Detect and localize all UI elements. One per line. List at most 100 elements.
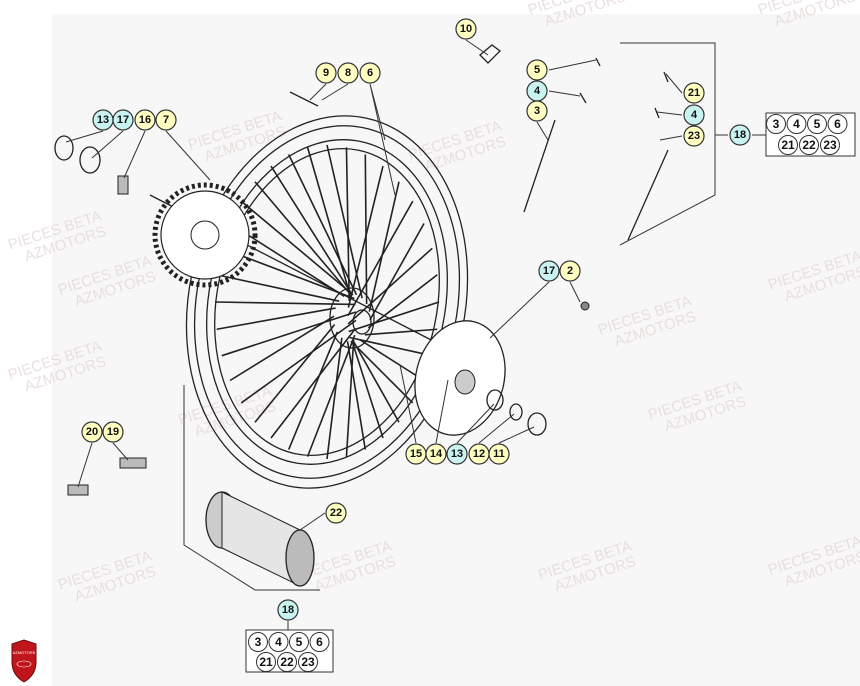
svg-text:14: 14 bbox=[430, 448, 443, 460]
kit-item-6[interactable]: 6 bbox=[827, 114, 848, 134]
kit-item-3[interactable]: 3 bbox=[248, 632, 268, 652]
brake-disc bbox=[414, 320, 506, 436]
svg-text:6: 6 bbox=[316, 635, 323, 649]
callout-4[interactable]: 4 bbox=[526, 80, 548, 102]
svg-text:21: 21 bbox=[688, 87, 700, 99]
spoke bbox=[240, 200, 354, 296]
callout-17[interactable]: 17 bbox=[538, 260, 560, 282]
spoke bbox=[306, 147, 352, 297]
logo-text: AZMOTORS bbox=[13, 650, 36, 655]
svg-text:13: 13 bbox=[97, 114, 109, 126]
callout-20[interactable]: 20 bbox=[81, 421, 103, 443]
kit-item-5[interactable]: 5 bbox=[289, 632, 309, 652]
svg-text:5: 5 bbox=[814, 117, 821, 131]
spoke bbox=[367, 274, 438, 329]
spoke bbox=[270, 327, 357, 439]
svg-text:10: 10 bbox=[460, 23, 472, 35]
callout-18[interactable]: 18 bbox=[277, 599, 299, 621]
kit-item-21[interactable]: 21 bbox=[256, 652, 276, 672]
spoke bbox=[347, 247, 433, 325]
svg-text:4: 4 bbox=[534, 85, 541, 97]
spoke bbox=[353, 341, 400, 423]
svg-text:17: 17 bbox=[543, 265, 555, 277]
spokes bbox=[214, 144, 440, 460]
callout-4[interactable]: 4 bbox=[683, 104, 705, 126]
spoke bbox=[351, 341, 384, 439]
callout-23[interactable]: 23 bbox=[683, 125, 705, 147]
callout-13[interactable]: 13 bbox=[92, 109, 114, 131]
callout-12[interactable]: 12 bbox=[468, 443, 490, 465]
svg-text:3: 3 bbox=[255, 635, 262, 649]
svg-text:22: 22 bbox=[802, 138, 816, 152]
svg-text:23: 23 bbox=[823, 138, 837, 152]
callout-16[interactable]: 16 bbox=[134, 109, 156, 131]
bearings-spacers bbox=[54, 44, 669, 436]
callout-10[interactable]: 10 bbox=[455, 18, 477, 40]
kit-item-22[interactable]: 22 bbox=[277, 652, 297, 672]
kit-item-4[interactable]: 4 bbox=[786, 114, 807, 134]
spoke bbox=[240, 319, 357, 404]
callout-18[interactable]: 18 bbox=[729, 124, 751, 146]
kit-item-3[interactable]: 3 bbox=[766, 114, 786, 134]
spoke bbox=[216, 307, 336, 331]
callout-19[interactable]: 19 bbox=[102, 421, 124, 443]
callout-14[interactable]: 14 bbox=[425, 443, 447, 465]
callout-7[interactable]: 7 bbox=[155, 109, 177, 131]
callout-11[interactable]: 11 bbox=[488, 443, 510, 465]
spoke bbox=[350, 340, 414, 404]
spoke bbox=[345, 147, 351, 301]
svg-text:20: 20 bbox=[86, 426, 98, 438]
kit-item-22[interactable]: 22 bbox=[799, 135, 819, 155]
callout-22[interactable]: 22 bbox=[325, 502, 347, 524]
sprocket bbox=[152, 182, 258, 288]
svg-text:18: 18 bbox=[734, 129, 746, 141]
svg-text:11: 11 bbox=[493, 448, 505, 460]
kit-item-6[interactable]: 6 bbox=[309, 632, 330, 652]
svg-text:13: 13 bbox=[451, 448, 463, 460]
spoke bbox=[221, 311, 357, 357]
svg-text:5: 5 bbox=[296, 635, 303, 649]
spoke bbox=[364, 328, 438, 336]
kit-item-23[interactable]: 23 bbox=[298, 652, 318, 672]
leader-lines bbox=[65, 39, 766, 630]
callout-5[interactable]: 5 bbox=[526, 59, 548, 81]
callout-3[interactable]: 3 bbox=[526, 100, 548, 122]
spoke bbox=[368, 181, 400, 312]
svg-text:4: 4 bbox=[691, 109, 698, 121]
svg-text:6: 6 bbox=[367, 67, 373, 79]
spoke bbox=[254, 323, 336, 423]
spoke bbox=[364, 154, 368, 305]
svg-text:15: 15 bbox=[410, 448, 422, 460]
kit-item-4[interactable]: 4 bbox=[268, 632, 289, 652]
kit-item-21[interactable]: 21 bbox=[778, 135, 798, 155]
svg-text:3: 3 bbox=[773, 117, 780, 131]
spoke bbox=[254, 181, 351, 295]
azmotors-logo: AZMOTORS bbox=[11, 639, 37, 683]
svg-text:22: 22 bbox=[330, 507, 342, 519]
svg-text:21: 21 bbox=[259, 655, 273, 669]
spoke bbox=[348, 301, 440, 333]
svg-text:18: 18 bbox=[282, 604, 294, 616]
callout-9[interactable]: 9 bbox=[315, 62, 337, 84]
svg-text:9: 9 bbox=[323, 67, 329, 79]
svg-text:23: 23 bbox=[301, 655, 315, 669]
spoke bbox=[229, 315, 335, 382]
callout-6[interactable]: 6 bbox=[359, 62, 381, 84]
hub-detail bbox=[205, 491, 315, 587]
svg-text:2: 2 bbox=[567, 265, 573, 277]
callout-2[interactable]: 2 bbox=[559, 260, 581, 282]
callout-21[interactable]: 21 bbox=[683, 82, 705, 104]
callout-17[interactable]: 17 bbox=[112, 109, 134, 131]
svg-text:3: 3 bbox=[534, 105, 540, 117]
spoke bbox=[347, 200, 414, 317]
callout-13[interactable]: 13 bbox=[446, 443, 468, 465]
kit-item-23[interactable]: 23 bbox=[820, 135, 840, 155]
spoke bbox=[345, 339, 355, 457]
callout-8[interactable]: 8 bbox=[337, 62, 359, 84]
callout-15[interactable]: 15 bbox=[405, 443, 427, 465]
spoke bbox=[306, 334, 356, 457]
kit-item-5[interactable]: 5 bbox=[807, 114, 827, 134]
